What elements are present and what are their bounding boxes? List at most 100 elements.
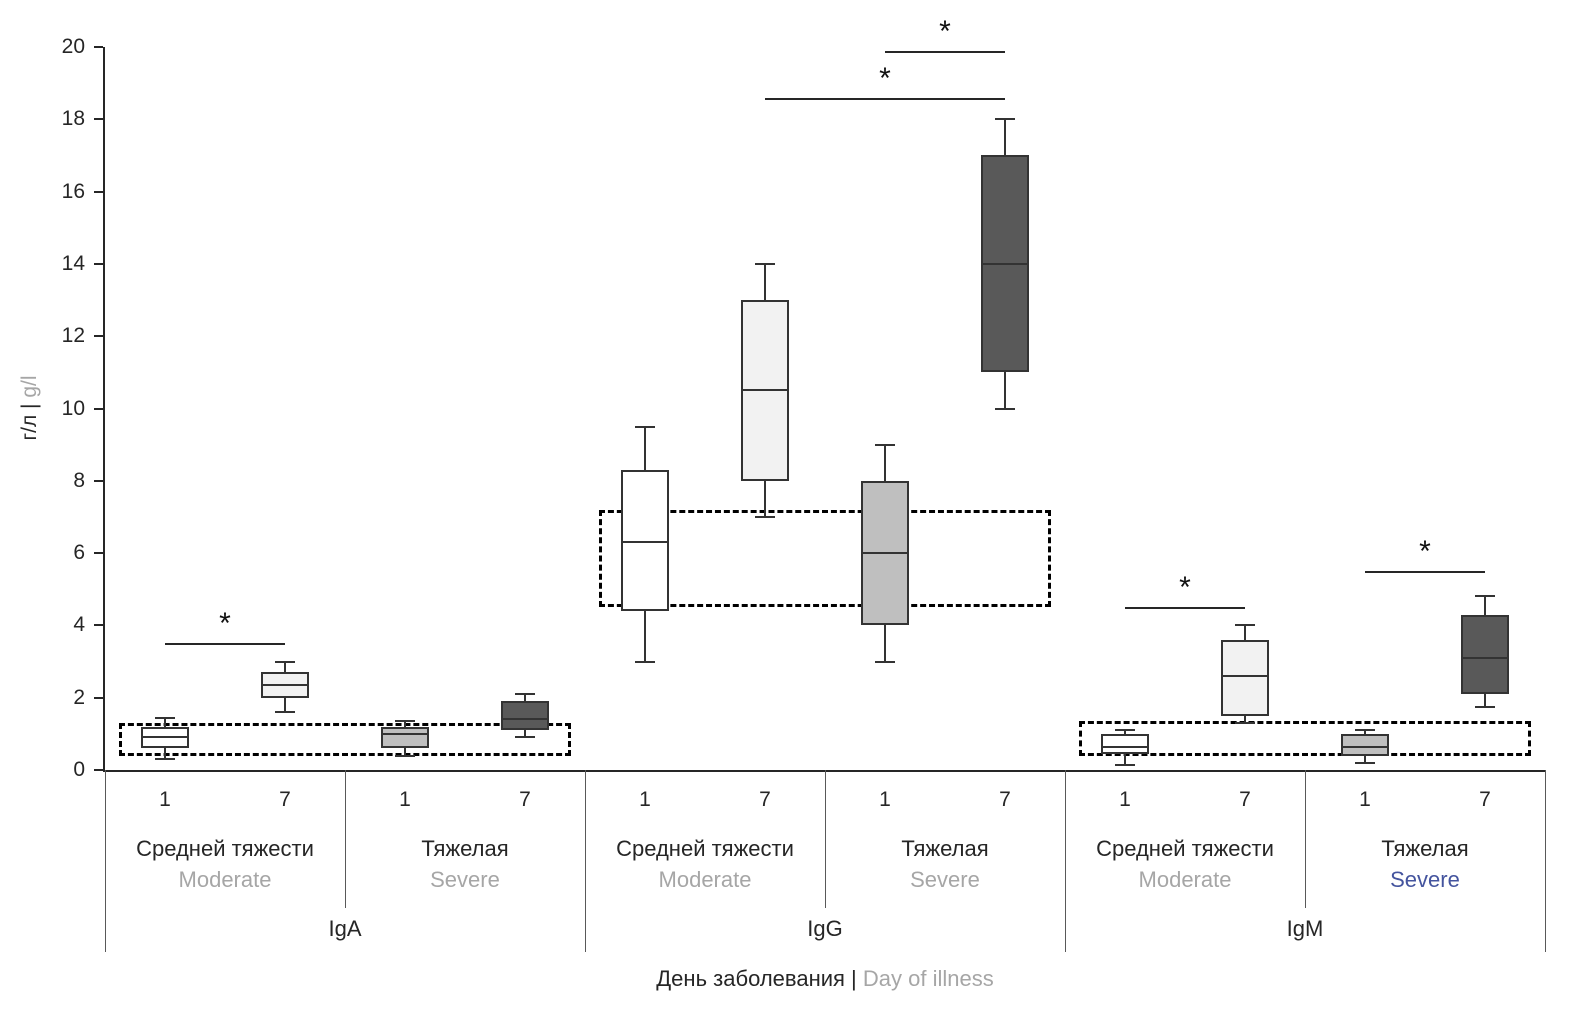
y-axis-tick-label: 14: [61, 251, 85, 275]
day-tick-label: 7: [1239, 788, 1251, 811]
y-axis-tick-label: 0: [73, 758, 85, 781]
upper-whisker: [1484, 596, 1486, 615]
day-tick-label: 7: [519, 788, 531, 811]
upper-whisker-cap: [275, 660, 295, 663]
upper-whisker: [284, 661, 286, 673]
y-axis-tick: [94, 624, 103, 627]
day-tick-label: 1: [159, 788, 171, 811]
reference-range-band: [1079, 721, 1531, 756]
subgroup-separator: [585, 770, 586, 908]
lower-whisker-cap: [275, 711, 295, 714]
upper-whisker: [404, 721, 406, 727]
lower-whisker: [764, 480, 766, 517]
day-tick-label: 7: [759, 788, 771, 811]
severity-label-en: Moderate: [658, 866, 752, 892]
y-axis-line: [103, 47, 105, 770]
group-separator: [1545, 908, 1546, 952]
x-axis-title-ru: День заболевания |: [656, 966, 857, 991]
severity-label-en: Moderate: [178, 866, 272, 892]
subgroup-separator: [105, 770, 106, 908]
day-tick-label: 7: [1479, 788, 1491, 811]
lower-whisker-cap: [395, 754, 415, 757]
y-axis-tick-label: 20: [61, 35, 85, 58]
lower-whisker-cap: [1355, 761, 1375, 764]
lower-whisker-cap: [875, 660, 895, 663]
y-axis-tick: [94, 479, 103, 482]
y-axis-tick-label: 12: [61, 324, 85, 348]
severity-label-en: Severe: [430, 866, 500, 892]
subgroup-separator: [1305, 770, 1306, 908]
upper-whisker: [1124, 730, 1126, 734]
lower-whisker: [404, 748, 406, 756]
subgroup-separator: [1065, 770, 1066, 908]
median-line: [1341, 745, 1389, 748]
severity-label-ru: Тяжелая: [421, 836, 509, 861]
y-axis-tick: [94, 552, 103, 555]
day-tick-label: 7: [279, 788, 291, 811]
upper-whisker-cap: [1235, 624, 1255, 627]
day-tick-label: 1: [1119, 788, 1131, 811]
reference-range-band: [599, 509, 1051, 608]
box-igm-day7: [1461, 614, 1509, 695]
y-axis-title-en: g/l: [18, 375, 41, 398]
y-axis-tick: [94, 262, 103, 265]
box-iga-day7: [501, 701, 549, 731]
median-line: [741, 389, 789, 392]
y-axis-tick: [94, 190, 103, 193]
upper-whisker: [1364, 730, 1366, 734]
group-separator: [105, 908, 106, 952]
group-label-igg: IgG: [807, 916, 843, 941]
y-axis-tick: [94, 118, 103, 121]
day-tick-label: 1: [1359, 788, 1371, 811]
lower-whisker: [524, 730, 526, 738]
median-line: [621, 541, 669, 544]
median-line: [1101, 745, 1149, 748]
lower-whisker-cap: [1235, 722, 1255, 724]
upper-whisker-cap: [1475, 595, 1495, 598]
median-line: [141, 736, 189, 739]
lower-whisker: [1244, 715, 1246, 723]
lower-whisker-cap: [155, 758, 175, 761]
significance-star: *: [1419, 535, 1431, 569]
subgroup-separator: [1545, 770, 1546, 908]
day-tick-label: 1: [879, 788, 891, 811]
y-axis-tick-label: 4: [73, 613, 85, 637]
lower-whisker-cap: [1475, 705, 1495, 708]
lower-whisker: [644, 610, 646, 662]
upper-whisker-cap: [635, 425, 655, 428]
group-label-igm: IgM: [1286, 916, 1324, 941]
lower-whisker-cap: [1115, 763, 1135, 766]
x-axis-title-en: Day of illness: [862, 966, 994, 991]
box-igm-day7: [1221, 639, 1269, 716]
x-axis-title: День заболевания | Day of illness: [656, 966, 993, 992]
upper-whisker-cap: [875, 443, 895, 446]
significance-line: [165, 643, 285, 646]
lower-whisker-cap: [995, 407, 1015, 410]
y-axis-tick: [94, 335, 103, 338]
significance-star: *: [1179, 571, 1191, 605]
subgroup-separator: [345, 770, 346, 908]
significance-star: *: [219, 607, 231, 641]
lower-whisker: [1124, 753, 1126, 765]
severity-label-ru: Тяжелая: [1381, 836, 1469, 861]
significance-line: [885, 50, 1005, 53]
y-axis-tick-label: 8: [73, 468, 85, 492]
upper-whisker: [884, 444, 886, 481]
y-axis-tick: [94, 696, 103, 699]
median-line: [1221, 675, 1269, 677]
upper-whisker-cap: [1355, 729, 1375, 732]
upper-whisker-cap: [755, 262, 775, 265]
significance-line: [1125, 607, 1245, 610]
box-igm-day1: [1101, 733, 1149, 754]
severity-label-en: Severe: [1390, 866, 1460, 892]
y-axis-tick: [94, 46, 103, 48]
y-axis-tick-label: 2: [73, 685, 85, 709]
upper-whisker-cap: [1115, 729, 1135, 732]
y-axis-tick: [94, 769, 103, 771]
median-line: [981, 262, 1029, 265]
upper-whisker-cap: [155, 716, 175, 719]
group-separator: [585, 908, 586, 952]
severity-label-ru: Средней тяжести: [616, 836, 794, 861]
